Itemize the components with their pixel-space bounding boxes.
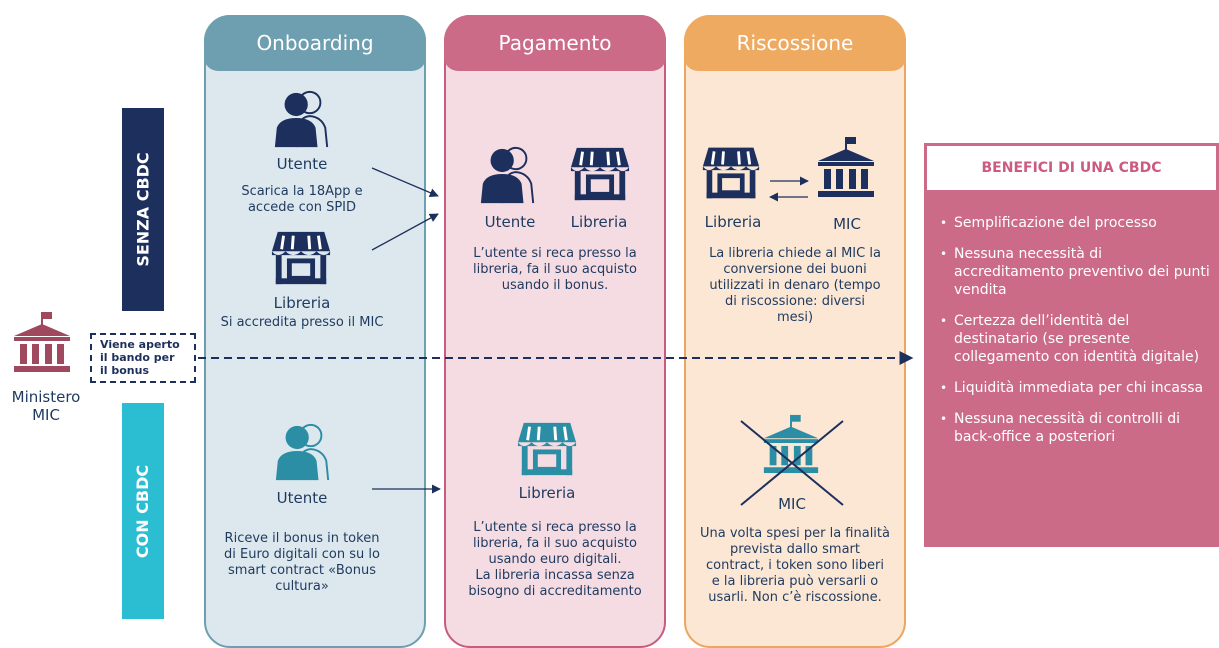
list-item: Nessuna necessità di controlli di back-o…: [940, 410, 1210, 446]
user-icon: [271, 87, 333, 149]
bank-building-icon: [814, 127, 878, 207]
onboarding-header: Onboarding: [204, 15, 426, 71]
onb-libreria-text: Si accredita presso il MIC: [220, 315, 384, 330]
shop-icon: [515, 417, 579, 479]
riscossione-column: [684, 15, 906, 648]
arrow-utente-pagamento: [371, 167, 439, 197]
onb-libreria-label: Libreria: [273, 294, 331, 312]
onb-utente-label: Utente: [276, 155, 328, 173]
user-icon: [477, 143, 539, 205]
cross-out-icon: [740, 420, 844, 506]
benefici-title: BENEFICI DI UNA CBDC: [927, 146, 1216, 190]
ris-text: La libreria chiede al MIC la conversione…: [709, 246, 881, 325]
con-ris-text: Una volta spesi per la finalità prevista…: [700, 526, 890, 605]
onb-utente-text: Scarica la 18App e accede con SPID: [241, 184, 363, 215]
con-pag-text: L’utente si reca presso la libreria, fa …: [468, 520, 642, 599]
arrow-libreria-pagamento: [371, 213, 439, 251]
con-ris-mic-label: MIC: [778, 495, 806, 513]
shop-icon: [568, 142, 632, 204]
list-item: Liquidità immediata per chi incassa: [940, 379, 1210, 397]
ris-mic-label: MIC: [833, 215, 861, 233]
list-item: Certezza dell’identità del destinatario …: [940, 312, 1210, 366]
pag-text: L’utente si reca presso la libreria, fa …: [473, 246, 637, 293]
pagamento-header: Pagamento: [444, 15, 666, 71]
shop-icon: [269, 226, 333, 288]
shop-icon: [700, 142, 762, 202]
onboarding-column: [204, 15, 426, 648]
benefici-list: Semplificazione del processo Nessuna nec…: [940, 214, 1210, 459]
pagamento-column: [444, 15, 666, 648]
list-item: Nessuna necessità di accreditamento prev…: [940, 245, 1210, 299]
ministero-label: Ministero MIC: [11, 388, 81, 424]
senza-cbdc-label: SENZA CBDC: [122, 108, 164, 311]
list-item: Semplificazione del processo: [940, 214, 1210, 232]
pag-utente-label: Utente: [484, 213, 536, 231]
con-onb-utente-label: Utente: [276, 489, 328, 507]
ris-libreria-label: Libreria: [704, 213, 762, 231]
user-icon: [272, 420, 334, 482]
con-pag-libreria-label: Libreria: [518, 484, 576, 502]
bando-box: Viene aperto il bando per il bonus: [90, 333, 196, 383]
pag-libreria-label: Libreria: [570, 213, 628, 231]
con-cbdc-label: CON CBDC: [122, 403, 164, 619]
con-onb-text: Riceve il bonus in token di Euro digital…: [224, 531, 380, 594]
riscossione-header: Riscossione: [684, 15, 906, 71]
